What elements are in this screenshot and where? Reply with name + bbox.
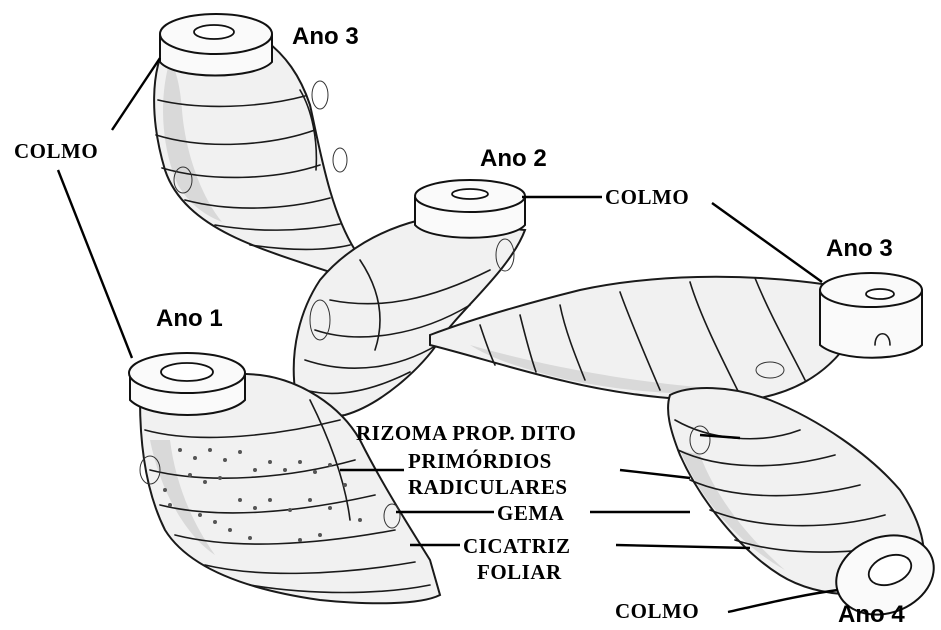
- label-ano4: Ano 4: [838, 601, 905, 628]
- colmo-cap-ano2: [415, 180, 525, 238]
- label-primordios-line1: PRIMÓRDIOS: [408, 449, 552, 473]
- label-primordios-line2: RADICULARES: [408, 475, 568, 499]
- label-colmo-left: COLMO: [14, 139, 98, 163]
- label-ano2: Ano 2: [480, 145, 547, 172]
- label-cicatriz-line2: FOLIAR: [477, 560, 562, 584]
- colmo-cap-ano3-top: [160, 14, 272, 76]
- segment-ano3-top: [154, 40, 355, 272]
- segment-ano3-right: [430, 277, 850, 400]
- label-colmo-bottom: COLMO: [615, 599, 699, 623]
- label-ano3-top: Ano 3: [292, 23, 359, 50]
- label-cicatriz-line1: CICATRIZ: [463, 534, 570, 558]
- label-rizoma: RIZOMA PROP. DITO: [356, 421, 576, 445]
- label-ano1: Ano 1: [156, 305, 223, 332]
- colmo-cap-ano3-right: [820, 273, 922, 358]
- colmo-cap-ano1: [129, 353, 245, 415]
- label-gema: GEMA: [497, 501, 565, 525]
- label-ano3-right: Ano 3: [826, 235, 893, 262]
- label-colmo-center: COLMO: [605, 185, 689, 209]
